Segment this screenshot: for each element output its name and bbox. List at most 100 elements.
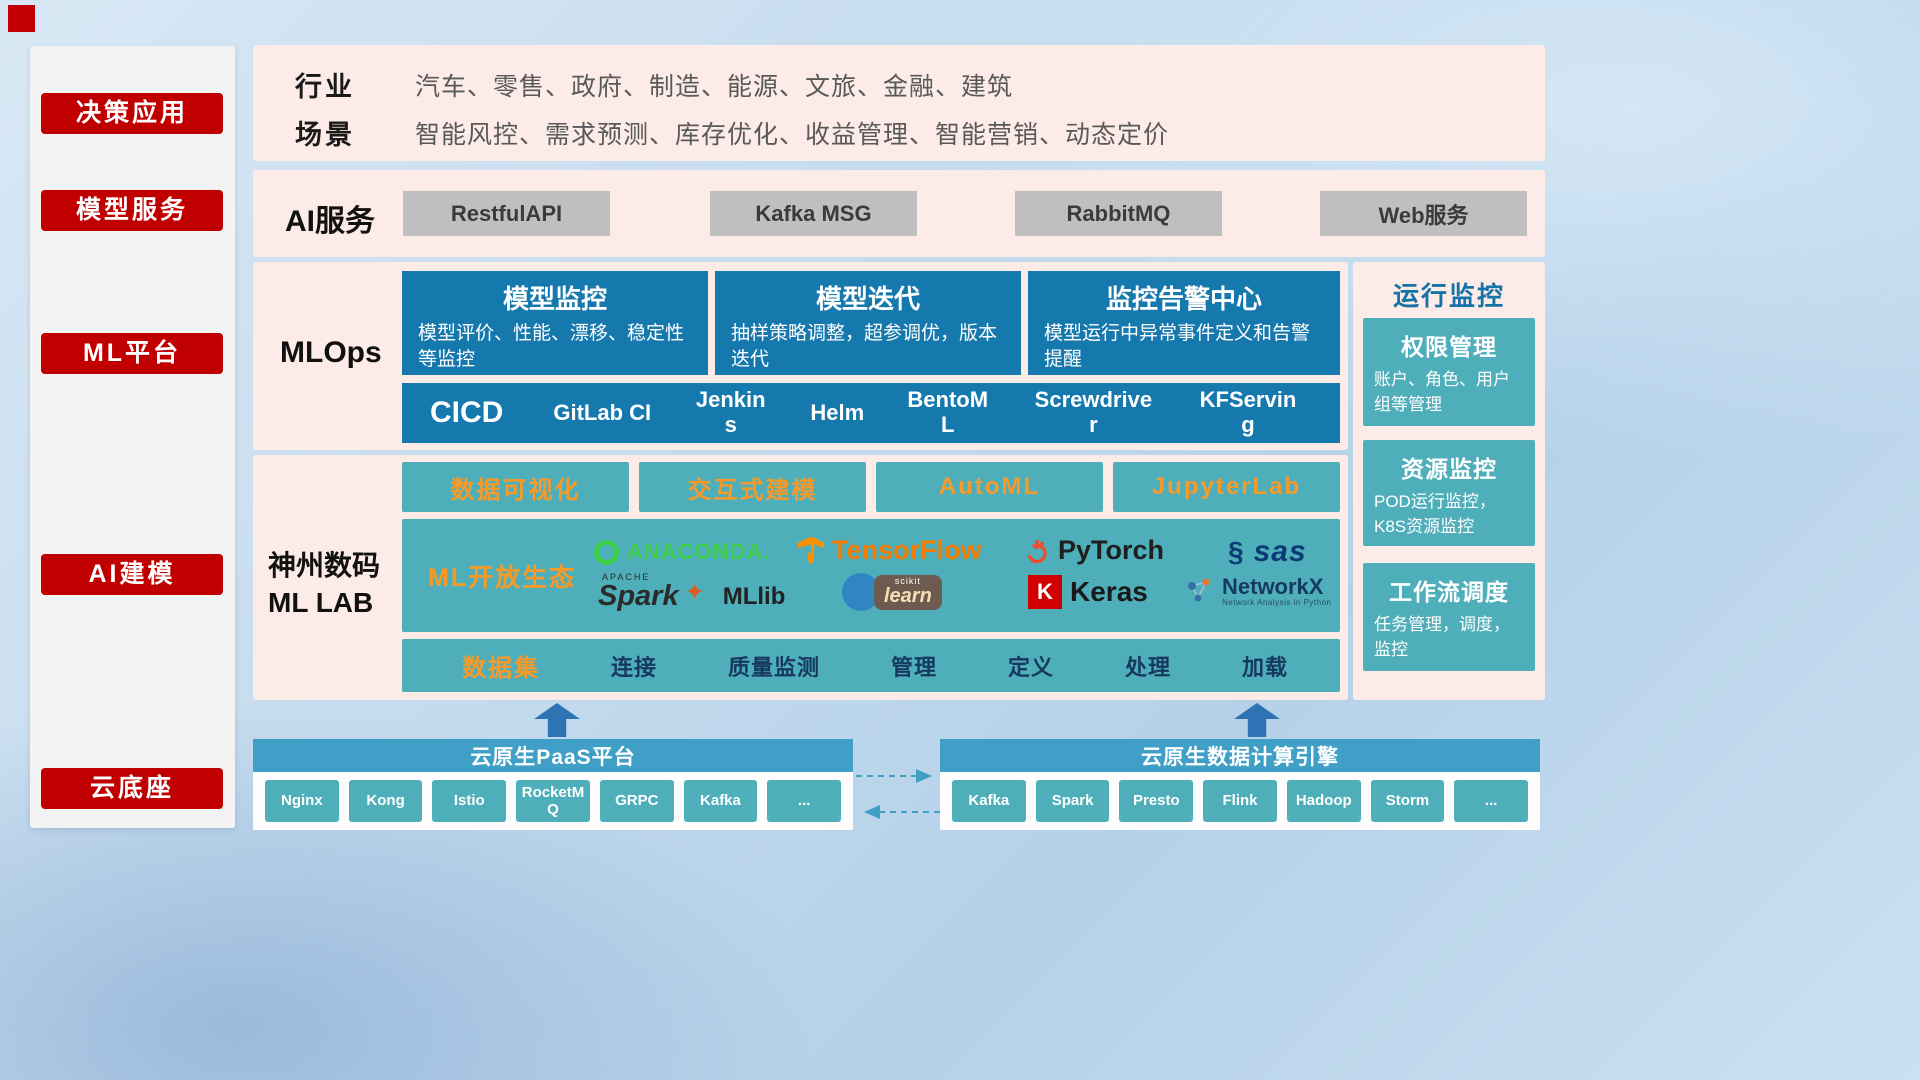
- dashed-exchange-arrows: [856, 769, 940, 819]
- scikit-learn-icon: [842, 573, 880, 611]
- chip-engine-more[interactable]: ...: [1454, 780, 1529, 822]
- service-web[interactable]: Web服务: [1320, 191, 1527, 236]
- tool-kfserving: KFServing: [1199, 387, 1297, 437]
- chip-kafka[interactable]: Kafka: [683, 780, 758, 822]
- dataset-label: 数据集: [462, 655, 540, 682]
- dataset-item-process: 处理: [1124, 654, 1171, 680]
- chip-flink[interactable]: Flink: [1203, 780, 1277, 822]
- chip-presto[interactable]: Presto: [1119, 780, 1194, 822]
- tool-bentoml: BentoML: [907, 387, 989, 437]
- sidebar-item-ml-platform[interactable]: ML平台: [41, 333, 223, 374]
- ml-ecosystem-label: ML开放生态: [428, 563, 577, 592]
- card-title: 模型迭代: [815, 284, 920, 314]
- chip-hadoop[interactable]: Hadoop: [1286, 780, 1361, 822]
- left-sidebar: 决策应用 模型服务 ML平台 AI建模 云底座: [30, 46, 235, 828]
- tool-interactive-modeling[interactable]: 交互式建模: [639, 462, 866, 512]
- chip-nginx[interactable]: Nginx: [265, 780, 339, 822]
- keras-text: Keras: [1070, 576, 1148, 607]
- ml-ecosystem-box: ML开放生态 ANACONDA. TensorFlow PyTorch § sa…: [402, 519, 1340, 632]
- card-desc: 任务管理，调度，监控: [1374, 615, 1510, 659]
- sas-text: sas: [1253, 535, 1307, 568]
- chip-kafka-2[interactable]: Kafka: [952, 780, 1026, 822]
- card-title: 权限管理: [1401, 334, 1497, 360]
- cicd-label: CICD: [430, 396, 504, 429]
- cicd-tools: GitLab CI Jenkins Helm BentoML Screwdriv…: [553, 387, 1340, 437]
- card-title: 资源监控: [1401, 456, 1497, 482]
- tool-gitlab-ci: GitLab CI: [553, 399, 652, 425]
- up-arrow-engine: [1234, 703, 1280, 737]
- ai-services-label: AI服务: [285, 205, 375, 238]
- anaconda-logo: ANACONDA.: [594, 539, 770, 565]
- card-title: 工作流调度: [1389, 579, 1509, 605]
- chip-storm[interactable]: Storm: [1370, 780, 1445, 822]
- sas-icon: §: [1228, 536, 1244, 567]
- run-monitoring-title: 运行监控: [1392, 281, 1505, 311]
- keras-logo: K Keras: [1028, 575, 1148, 609]
- chip-spark[interactable]: Spark: [1035, 780, 1110, 822]
- industry-panel: 行业 汽车、零售、政府、制造、能源、文旅、金融、建筑 场景 智能风控、需求预测、…: [253, 45, 1545, 161]
- card-desc: 抽样策略调整，超参调优，版本迭代: [731, 323, 998, 370]
- dataset-item-define: 定义: [1007, 654, 1054, 680]
- spark-text-stack: APACHE Spark: [598, 573, 679, 611]
- dataset-item-manage: 管理: [890, 654, 937, 680]
- card-resource-monitoring: 资源监控 POD运行监控，K8S资源监控: [1363, 440, 1535, 546]
- spark-star-icon: ✦: [684, 578, 705, 606]
- card-model-iteration: 模型迭代 抽样策略调整，超参调优，版本迭代: [715, 271, 1021, 375]
- networkx-text: NetworkX: [1222, 574, 1324, 599]
- tensorflow-icon: [798, 536, 824, 565]
- industry-list: 汽车、零售、政府、制造、能源、文旅、金融、建筑: [415, 73, 1014, 101]
- spark-apache-text: APACHE: [602, 572, 651, 582]
- networkx-subtitle: Network Analysis in Python: [1222, 598, 1332, 608]
- networkx-icon: [1188, 579, 1210, 602]
- engine-title-bar: 云原生数据计算引擎: [940, 739, 1540, 772]
- anaconda-text: ANACONDA.: [627, 539, 771, 564]
- paas-band: Nginx Kong Istio RocketMQ GRPC Kafka ...: [253, 772, 853, 830]
- dataset-item-load: 加载: [1241, 654, 1288, 680]
- card-desc: 模型评价、性能、漂移、稳定性等监控: [418, 323, 685, 370]
- tool-automl[interactable]: AutoML: [876, 462, 1103, 512]
- networkx-text-stack: NetworkX Network Analysis in Python: [1222, 574, 1332, 608]
- tool-jupyterlab[interactable]: JupyterLab: [1113, 462, 1340, 512]
- chip-paas-more[interactable]: ...: [767, 780, 842, 822]
- card-workflow-scheduling: 工作流调度 任务管理，调度，监控: [1363, 563, 1535, 671]
- up-arrow-paas: [534, 703, 580, 737]
- chip-grpc[interactable]: GRPC: [599, 780, 674, 822]
- scikit-learn-badge: scikit learn: [874, 574, 942, 610]
- pytorch-logo: PyTorch: [1024, 535, 1164, 566]
- mlops-panel: MLOps 模型监控 模型评价、性能、漂移、稳定性等监控 模型迭代 抽样策略调整…: [253, 262, 1348, 450]
- card-alert-center: 监控告警中心 模型运行中异常事件定义和告警提醒: [1028, 271, 1340, 375]
- sidebar-item-model-services[interactable]: 模型服务: [41, 190, 223, 231]
- chip-kong[interactable]: Kong: [348, 780, 423, 822]
- tool-screwdriver: Screwdriver: [1034, 387, 1153, 437]
- mllab-panel: 神州数码 ML LAB 数据可视化 交互式建模 AutoML JupyterLa…: [253, 455, 1348, 700]
- sidebar-item-ai-modeling[interactable]: AI建模: [41, 554, 223, 595]
- chip-rocketmq[interactable]: RocketMQ: [516, 780, 590, 822]
- scikit-text: scikit: [894, 575, 921, 586]
- tool-jenkins: Jenkins: [695, 387, 766, 437]
- pytorch-text: PyTorch: [1058, 535, 1165, 565]
- mllab-label-line1: 神州数码: [268, 550, 381, 581]
- service-rabbitmq[interactable]: RabbitMQ: [1015, 191, 1222, 236]
- paas-title-bar: 云原生PaaS平台: [253, 739, 853, 772]
- service-kafka-msg[interactable]: Kafka MSG: [710, 191, 917, 236]
- paas-chip-row: Nginx Kong Istio RocketMQ GRPC Kafka ...: [253, 780, 853, 822]
- sidebar-item-decision-apps[interactable]: 决策应用: [41, 93, 223, 134]
- scenario-label: 场景: [295, 120, 355, 150]
- scenario-list: 智能风控、需求预测、库存优化、收益管理、智能营销、动态定价: [415, 121, 1170, 149]
- sidebar-item-cloud-base[interactable]: 云底座: [41, 768, 223, 809]
- learn-text: learn: [884, 584, 932, 607]
- sas-logo: § sas: [1228, 535, 1307, 569]
- service-restfulapi[interactable]: RestfulAPI: [403, 191, 610, 236]
- card-desc: POD运行监控，K8S资源监控: [1374, 492, 1496, 536]
- card-desc: 账户、角色、用户组等管理: [1374, 370, 1510, 414]
- run-monitoring-panel: 运行监控 权限管理 账户、角色、用户组等管理 资源监控 POD运行监控，K8S资…: [1353, 262, 1545, 700]
- tensorflow-logo: TensorFlow: [798, 535, 982, 566]
- dataset-item-connect: 连接: [610, 654, 657, 680]
- tool-data-visualization[interactable]: 数据可视化: [402, 462, 629, 512]
- chip-istio[interactable]: Istio: [432, 780, 507, 822]
- anaconda-icon: [594, 539, 619, 565]
- scikit-learn-logo: scikit learn: [842, 573, 942, 611]
- corner-decoration: [8, 5, 35, 32]
- card-title: 监控告警中心: [1105, 284, 1262, 314]
